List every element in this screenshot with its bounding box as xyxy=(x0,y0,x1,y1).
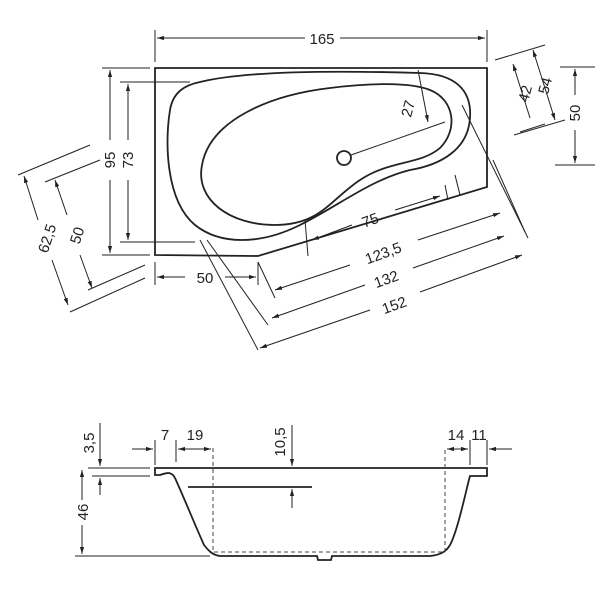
dim-right-offset: 14 xyxy=(448,427,465,444)
dim-bottom-edge: 50 xyxy=(197,270,214,287)
dim-right-rim: 11 xyxy=(471,427,487,444)
outer-basin xyxy=(166,70,471,241)
dim-left-rim: 7 xyxy=(161,427,169,444)
dim-drain-offset: 27 xyxy=(398,99,419,120)
dim-left-offset: 19 xyxy=(187,427,204,444)
dim-water-level: 10,5 xyxy=(272,427,289,456)
top-view: 165 95 73 62,5 50 50 27 xyxy=(17,30,595,351)
dim-diag-75: 75 xyxy=(360,210,381,232)
dim-right-slant-outer: 54 xyxy=(535,76,556,97)
dim-right-slant-inner: 42 xyxy=(515,84,536,105)
tub-section xyxy=(154,467,488,561)
dim-overall-width: 95 xyxy=(102,152,119,169)
dim-inner-width: 73 xyxy=(120,152,137,169)
dim-overall-length: 165 xyxy=(309,31,334,48)
side-view: 3,5 46 7 19 10,5 14 11 xyxy=(75,423,512,561)
dim-left-slant-outer: 62,5 xyxy=(35,222,60,255)
dim-depth: 46 xyxy=(75,504,92,521)
dim-left-slant-inner: 50 xyxy=(67,225,88,246)
inner-basin xyxy=(200,83,453,226)
dim-diag-123-5: 123,5 xyxy=(363,239,404,268)
tub-outline xyxy=(154,67,488,257)
dim-diag-132: 132 xyxy=(372,268,401,293)
dim-diag-152: 152 xyxy=(380,294,409,319)
dim-rim-thickness: 3,5 xyxy=(81,433,98,454)
drain-icon xyxy=(336,150,352,166)
dim-right-edge: 50 xyxy=(567,105,584,122)
